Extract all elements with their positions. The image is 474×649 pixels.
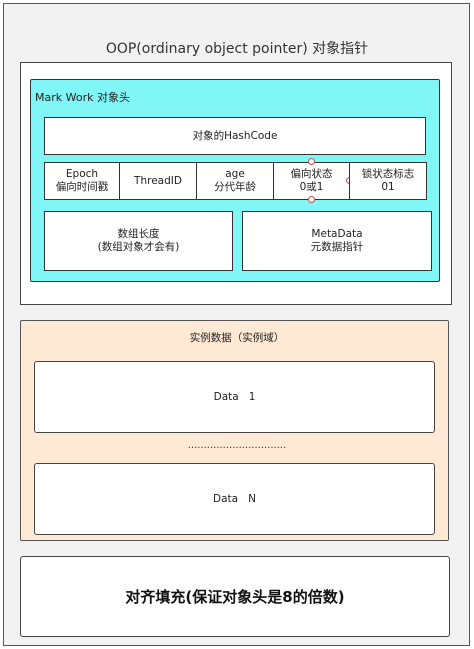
metadata-desc: 元数据指针 <box>310 241 364 253</box>
padding-label: 对齐填充(保证对象头是8的倍数) <box>125 588 345 606</box>
biased-state-value: 0或1 <box>299 181 324 193</box>
data-1-label: Data 1 <box>213 391 256 403</box>
biased-state-name: 偏向状态 <box>290 168 333 180</box>
instance-data-label: 实例数据（实例域） <box>189 332 285 344</box>
age-desc: 分代年龄 <box>214 181 256 193</box>
selection-handle-bottom[interactable] <box>308 196 315 203</box>
hashcode-text: 对象的HashCode <box>192 129 278 142</box>
epoch-cell: Epoch 偏向时间戳 <box>44 162 120 200</box>
lock-flag-name: 锁状态标志 <box>361 168 415 180</box>
lock-flag-value: 01 <box>381 181 395 193</box>
data-n-label: Data N <box>213 493 256 505</box>
metadata-cell: MetaData 元数据指针 <box>242 211 432 271</box>
selection-handle-top[interactable] <box>308 158 315 165</box>
padding-box: 对齐填充(保证对象头是8的倍数) <box>20 556 450 637</box>
array-length-cell: 数组长度 (数组对象才会有) <box>44 211 233 271</box>
thread-id-cell: ThreadID <box>119 162 197 200</box>
epoch-desc: 偏向时间戳 <box>55 181 109 193</box>
lock-flag-cell: 锁状态标志 01 <box>349 162 427 200</box>
metadata-name: MetaData <box>311 228 363 240</box>
thread-id-text: ThreadID <box>134 174 182 187</box>
age-name: age <box>225 168 245 180</box>
data-ellipsis: ............................... <box>187 440 287 451</box>
array-length-name: 数组长度 <box>117 228 160 240</box>
age-cell: age 分代年龄 <box>196 162 274 200</box>
epoch-name: Epoch <box>65 168 99 180</box>
biased-state-cell[interactable]: 偏向状态 0或1 <box>273 162 350 200</box>
data-1-box: Data 1 <box>34 361 435 433</box>
hashcode-cell: 对象的HashCode <box>44 117 426 155</box>
data-n-box: Data N <box>34 463 435 535</box>
array-length-desc: (数组对象才会有) <box>97 241 180 253</box>
oop-title: OOP(ordinary object pointer) 对象指针 <box>105 41 369 57</box>
mark-word-label: Mark Work 对象头 <box>35 91 130 104</box>
